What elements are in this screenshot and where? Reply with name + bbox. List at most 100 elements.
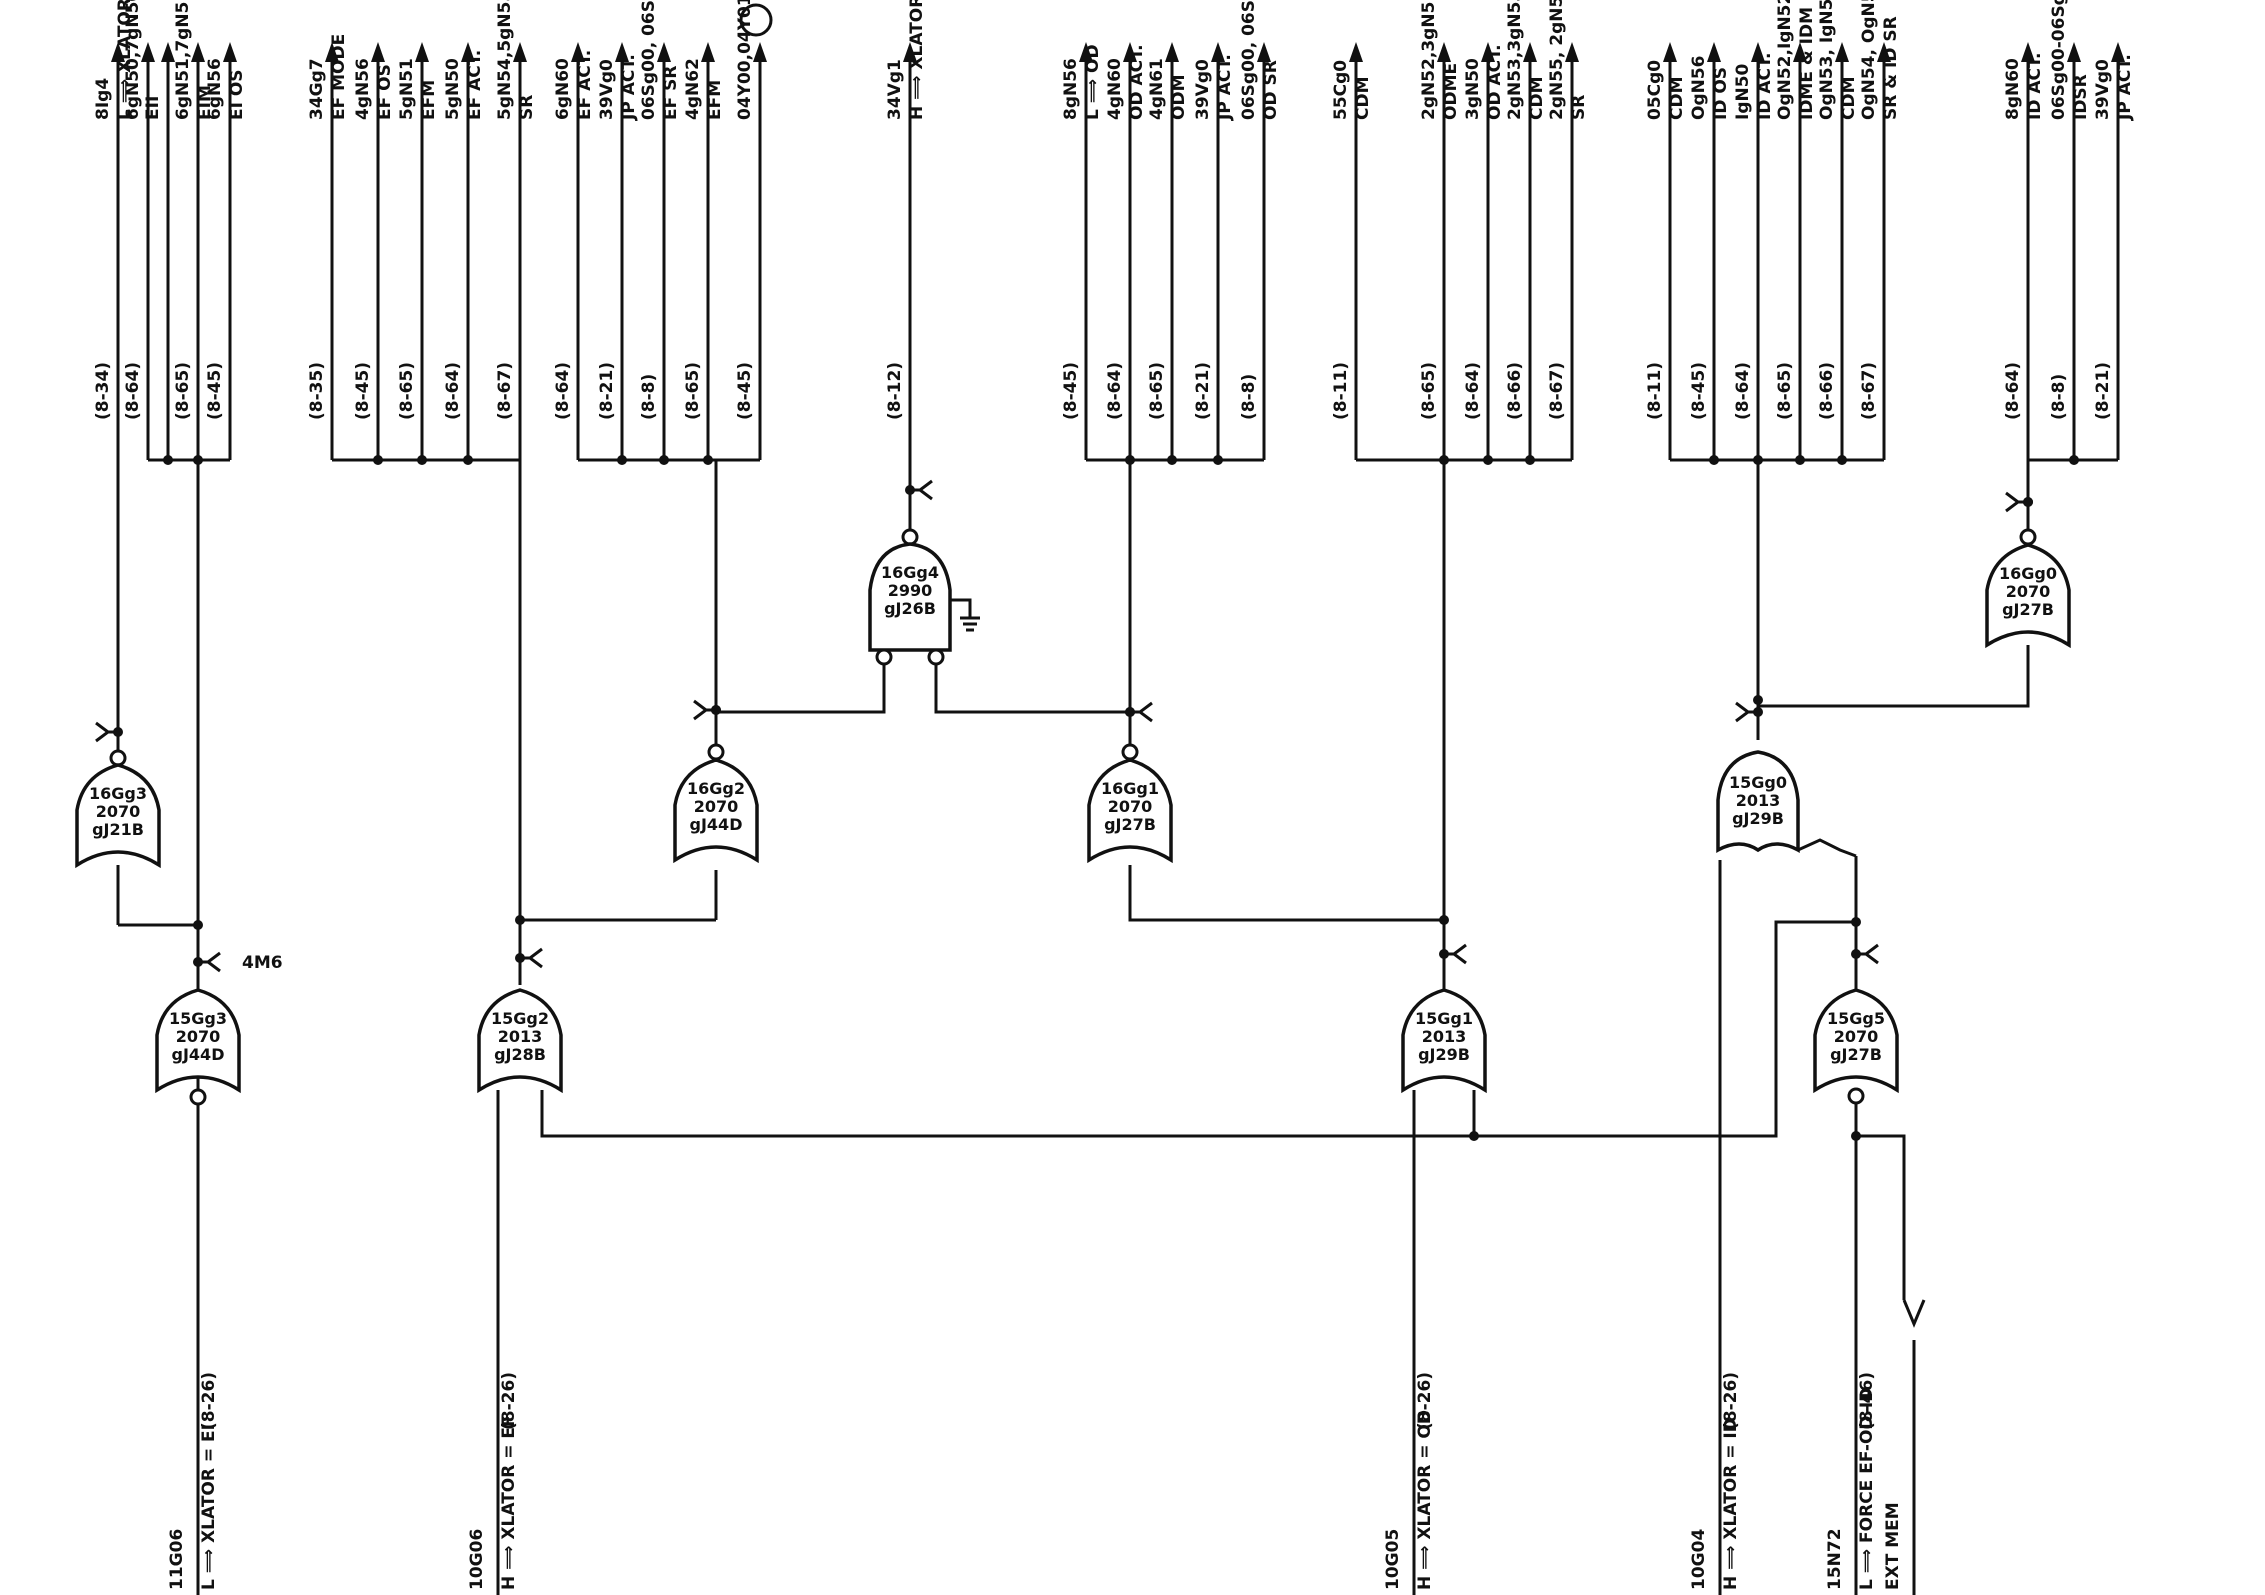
signal-ref: (8-8) xyxy=(639,374,659,420)
signal-ref: (8-67) xyxy=(1547,362,1567,420)
gate-label: gJ28B xyxy=(494,1045,546,1064)
wire xyxy=(95,721,111,743)
arrow-up-icon xyxy=(1349,42,1363,62)
signal-name: 8gN60 xyxy=(2003,58,2023,120)
signal-ref: (8-34) xyxy=(93,362,113,420)
signal-desc: SR xyxy=(1569,95,1589,120)
sheet-mark-circle xyxy=(739,3,773,37)
inversion-bubble xyxy=(1847,1087,1865,1105)
arrow-up-icon xyxy=(325,42,339,62)
input-signal: EXT MEM xyxy=(1883,1502,1903,1590)
gate-label: 16Gg2 xyxy=(687,779,745,798)
junction-dot xyxy=(2023,497,2033,507)
gate-label: 15Gg5 xyxy=(1827,1009,1885,1028)
logic-gates xyxy=(75,528,2071,1106)
wire xyxy=(1451,943,1467,965)
wire xyxy=(1758,645,2030,708)
inversion-bubble xyxy=(2019,528,2037,546)
wire xyxy=(1474,920,1856,1138)
signal-name: EII xyxy=(143,96,163,120)
signal-desc: OD ACT. xyxy=(1485,44,1505,120)
input-desc: L ⟹ FORCE EF-OD-ID xyxy=(1857,1388,1877,1590)
arrow-up-icon xyxy=(1751,42,1765,62)
junction-dot xyxy=(1851,917,1861,927)
signal-ref: (8-64) xyxy=(1733,362,1753,420)
signal-name: 5gN50 xyxy=(443,58,463,120)
gate-label: 2013 xyxy=(498,1027,543,1046)
gate-label: 2070 xyxy=(176,1027,221,1046)
arrow-up-icon xyxy=(513,42,527,62)
gate-label: 2070 xyxy=(694,797,739,816)
input-desc: L ⟹ XLATOR = EI xyxy=(199,1424,219,1590)
junction-dot xyxy=(373,455,383,465)
wire xyxy=(1854,1104,1906,1300)
wire xyxy=(934,664,1130,714)
inversion-bubble xyxy=(189,1088,207,1106)
signal-name: 4gN56 xyxy=(353,58,373,120)
input-ref: (8-26) xyxy=(1415,1372,1435,1430)
wire xyxy=(2005,491,2021,513)
junction-dot xyxy=(1125,707,1135,717)
arrow-up-icon xyxy=(1835,42,1849,62)
signal-ref: (8-21) xyxy=(2093,362,2113,420)
signal-name: 8Ig4 xyxy=(93,78,113,120)
signal-desc: SR & ID SR xyxy=(1881,16,1901,120)
signal-name: 6gN51,7gN51 xyxy=(173,0,193,120)
signal-ref: (8-66) xyxy=(1505,362,1525,420)
signal-name: 3gN50 xyxy=(1463,58,1483,120)
signal-ref: (8-64) xyxy=(2003,362,2023,420)
signal-ref: (8-65) xyxy=(397,362,417,420)
wire xyxy=(1735,701,1751,723)
signal-ref: (8-8) xyxy=(2049,374,2069,420)
gate-label: gJ29B xyxy=(1418,1045,1470,1064)
junction-dot xyxy=(515,953,525,963)
input-ref: (8-46) xyxy=(1857,1372,1877,1430)
junction-dot xyxy=(2069,455,2079,465)
signal-name: 39Vg0 xyxy=(2093,59,2113,120)
input-desc: H ⟹ XLATOR = ID xyxy=(1721,1418,1741,1590)
gate-label: gJ27B xyxy=(1104,815,1156,834)
signal-ref: (8-64) xyxy=(123,362,143,420)
signal-name: 06Sg00, 06Sg01 xyxy=(1239,0,1259,120)
arrow-up-icon xyxy=(701,42,715,62)
gate-label: gJ44D xyxy=(172,1045,225,1064)
wire xyxy=(693,699,709,721)
or-gate-15Gg1 xyxy=(1401,988,1487,1094)
signal-name: 34Gg7 xyxy=(307,58,327,120)
signal-name: 05Cg0 xyxy=(1645,60,1665,120)
signal-name: 5gN51 xyxy=(397,58,417,120)
arrow-up-icon xyxy=(2111,42,2125,62)
gate-label: gJ27B xyxy=(1830,1045,1882,1064)
input-ref: (8-26) xyxy=(1721,1372,1741,1430)
signal-ref: (8-21) xyxy=(597,362,617,420)
signal-name: 4gN60 xyxy=(1105,58,1125,120)
arrow-up-icon xyxy=(1257,42,1271,62)
wire xyxy=(950,598,972,618)
input-desc: H ⟹ XLATOR = EF xyxy=(499,1415,519,1590)
wire xyxy=(917,479,933,501)
input-ref: (8-26) xyxy=(199,1372,219,1430)
signal-ref: (8-45) xyxy=(735,362,755,420)
arrow-up-icon xyxy=(1565,42,1579,62)
gate-label: 2070 xyxy=(2006,582,2051,601)
signal-desc: L ⟹ XLATOR=EI xyxy=(115,0,135,120)
signal-desc: EIM xyxy=(195,85,215,120)
signal-desc: EF OS xyxy=(375,64,395,120)
signal-ref: (8-64) xyxy=(1463,362,1483,420)
gate-label: 16Gg1 xyxy=(1101,779,1159,798)
junction-dot xyxy=(659,455,669,465)
signal-name: 2gN53,3gN53 xyxy=(1505,0,1525,120)
arrow-up-icon xyxy=(371,42,385,62)
wires xyxy=(95,3,2125,1595)
signal-name: OgN53, IgN53 xyxy=(1817,0,1837,120)
signal-name: 4gN62 xyxy=(683,58,703,120)
signal-ref: (8-64) xyxy=(443,362,463,420)
signal-ref: (8-35) xyxy=(307,362,327,420)
or-gate-16Gg3 xyxy=(75,763,161,869)
signal-ref: (8-12) xyxy=(885,362,905,420)
wire xyxy=(1137,701,1153,723)
arrow-up-icon xyxy=(753,42,767,62)
signal-desc: EFM xyxy=(705,80,725,120)
signal-ref: (8-11) xyxy=(1645,362,1665,420)
gate-label: 15Gg0 xyxy=(1729,773,1787,792)
